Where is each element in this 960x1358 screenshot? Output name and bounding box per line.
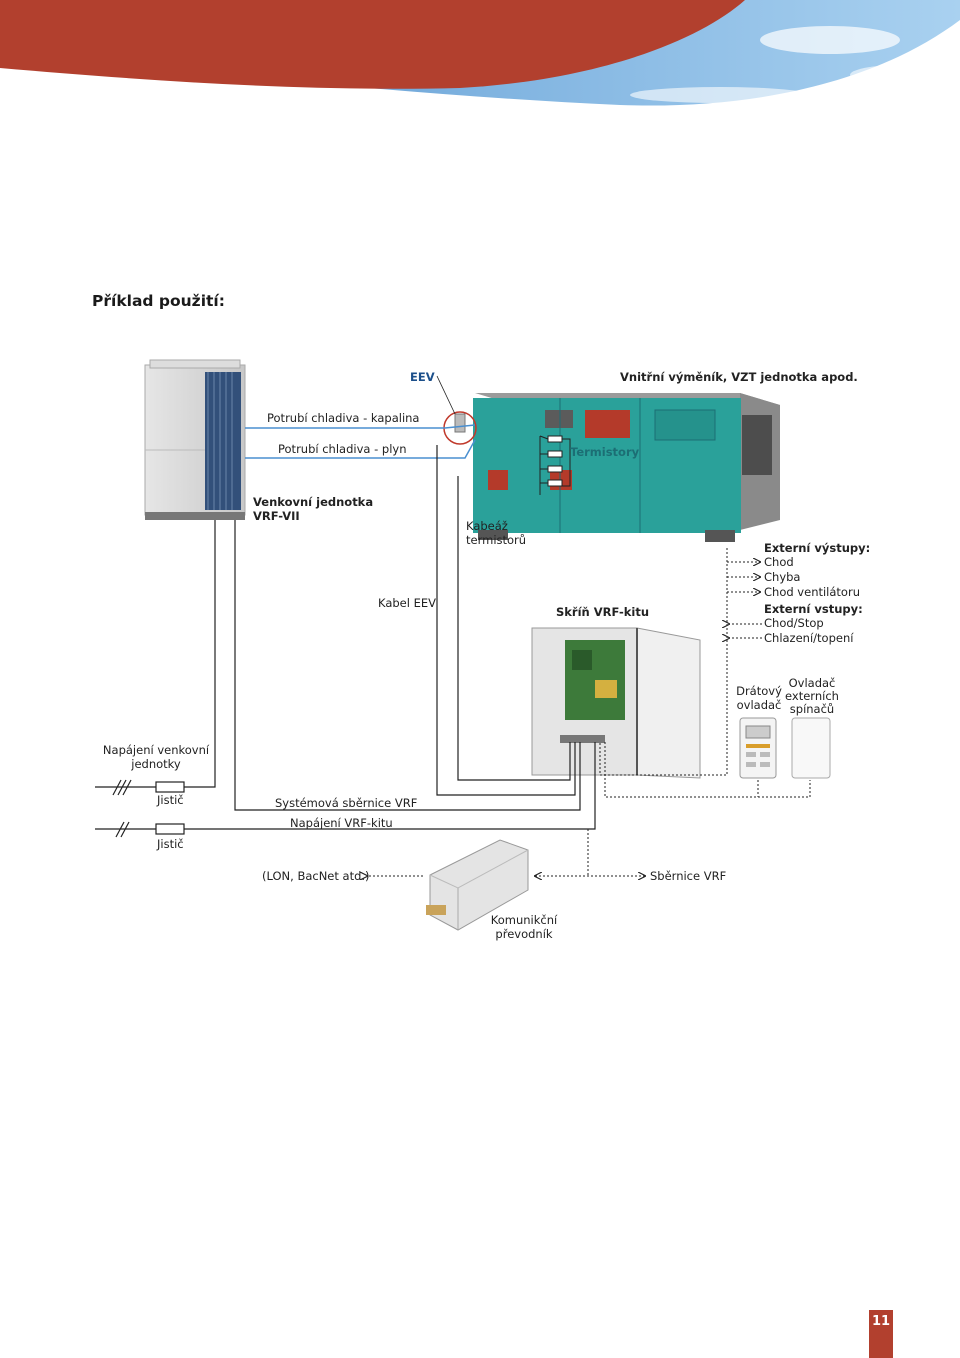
signal-lines: [367, 548, 811, 876]
label-ext-input: Chod/Stop: [764, 616, 824, 630]
converter-image: [426, 839, 529, 931]
label-ext-output: Chyba: [764, 570, 801, 584]
label-gas-pipe: Potrubí chladiva - plyn: [278, 442, 407, 456]
wiring-lines: [95, 445, 596, 838]
label-system-bus: Systémová sběrnice VRF: [275, 796, 418, 810]
label-ext-switch-2: externích: [785, 689, 839, 703]
label-thermistor-cable-2: termistorů: [466, 533, 527, 547]
outdoor-unit-image: [144, 359, 246, 520]
wired-controller-image: [739, 717, 777, 779]
label-ext-switch: Ovladač: [788, 676, 836, 690]
label-kit-power: Napájení VRF-kitu: [290, 816, 393, 830]
label-liquid-pipe: Potrubí chladiva - kapalina: [267, 411, 420, 425]
label-lon-bacnet: (LON, BacNet atd.): [262, 869, 370, 883]
thermistor-leads: [539, 435, 571, 495]
page-title: Příklad použití:: [92, 292, 225, 310]
label-outdoor-power-2: jednotky: [131, 757, 181, 771]
label-ext-switch-3: spínačů: [789, 702, 835, 716]
label-converter: Komunikční: [490, 913, 558, 927]
label-ext-outputs-title: Externí výstupy:: [764, 541, 871, 555]
label-breaker-2: Jistič: [157, 837, 184, 851]
label-thermistors: Termistory: [570, 445, 640, 459]
label-eev: EEV: [410, 370, 435, 384]
label-ext-inputs-title: Externí vstupy:: [764, 602, 863, 616]
external-switch-image: [791, 717, 831, 779]
header-banner: [0, 0, 960, 120]
label-ext-input: Chlazení/topení: [764, 631, 854, 645]
indoor-unit-image: [473, 393, 780, 542]
label-vrf-bus: Sběrnice VRF: [650, 869, 727, 883]
label-outdoor-unit-model: VRF-VII: [253, 509, 300, 523]
label-outdoor-unit: Venkovní jednotka: [253, 495, 374, 509]
label-ext-output: Chod: [764, 555, 794, 569]
label-thermistor-cable: Kabeáž: [466, 519, 508, 533]
label-indoor-unit: Vnitřní výměník, VZT jednotka apod.: [620, 370, 858, 384]
page-number: 11: [869, 1310, 893, 1358]
label-vrf-kit-box: Skříň VRF-kitu: [556, 605, 650, 619]
vrf-kit-box-image: [531, 627, 701, 779]
label-wired-controller: Drátový: [736, 684, 782, 698]
label-wired-controller-2: ovladač: [736, 698, 782, 712]
refrigerant-pipes: [245, 424, 476, 459]
label-outdoor-power: Napájení venkovní: [102, 743, 210, 757]
label-eev-cable: Kabel EEV: [378, 596, 437, 610]
label-breaker-1: Jistič: [157, 793, 184, 807]
label-ext-output: Chod ventilátoru: [764, 585, 860, 599]
eev-valve: [436, 375, 477, 445]
label-converter-2: převodník: [495, 927, 553, 941]
